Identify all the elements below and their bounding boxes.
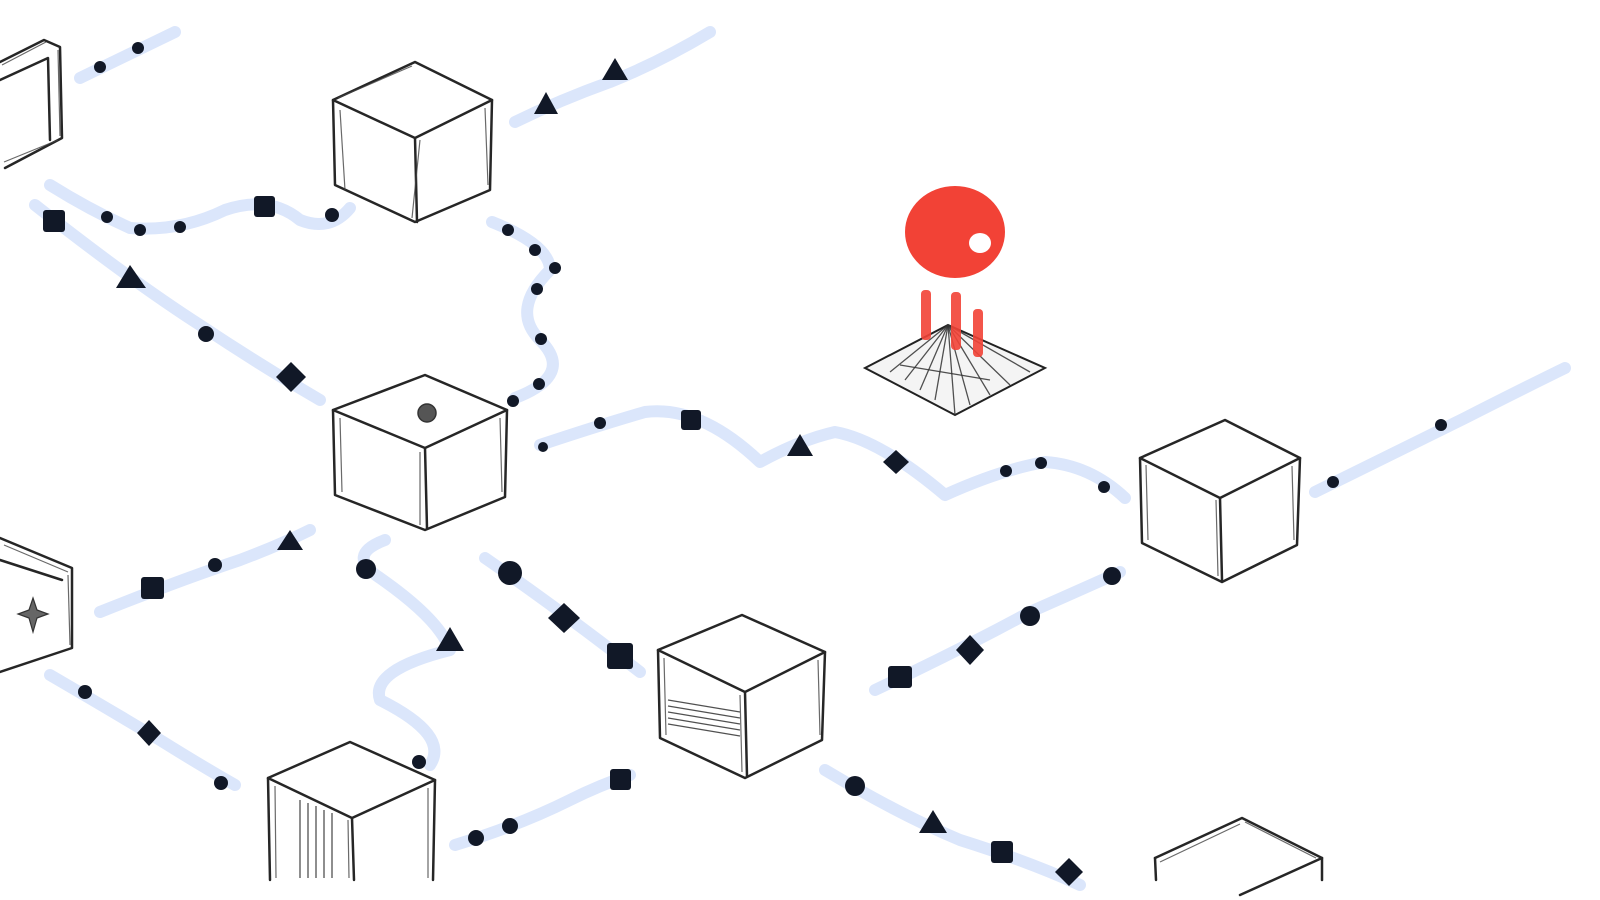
token-triangle [534,92,558,114]
token-circle [531,283,543,295]
path-top-left-short [74,26,181,84]
token-triangle [116,265,146,288]
cube-center-with-dot [331,373,509,532]
path-center-down-wiggle [357,534,456,771]
token-circle [1435,419,1447,431]
cube-hatch [299,800,333,878]
path-tokens [43,42,1447,886]
token-square [610,769,631,790]
token-circle [529,244,541,256]
token-circle [132,42,144,54]
cube-hatch [667,699,741,737]
path-middle-cube-to-bottom-right [819,764,1086,891]
cube-bottom-right-edge [1153,816,1324,897]
cube-bottom-left [266,740,437,882]
marker-beams [921,290,983,357]
token-square [681,410,701,430]
location-pin-icon [905,186,1005,278]
token-square [888,666,912,688]
token-circle [1098,481,1110,493]
token-circle [325,208,339,222]
cube-middle-lower [656,613,827,780]
token-square [254,196,275,217]
token-circle [498,561,522,585]
cube-top-left-edge [0,38,64,170]
path-cube-down-wiggle [486,216,559,404]
token-triangle [277,530,303,550]
token-circle [507,395,519,407]
cube-left-with-star [0,536,74,674]
token-circle [198,326,214,342]
location-marker [862,186,1048,417]
token-circle [1327,476,1339,488]
path-left-diagonal [29,199,326,406]
token-triangle [436,627,464,651]
token-circle [502,224,514,236]
token-circle [1103,567,1121,585]
connection-paths [29,26,1571,891]
token-circle [134,224,146,236]
token-circle [845,776,865,796]
dot-icon [417,403,437,423]
path-left-wavy-to-cube [44,179,356,235]
token-circle [1035,457,1047,469]
path-bottom-left-to-right [449,769,636,851]
token-circle [535,333,547,345]
path-center-to-right-cube [534,405,1131,504]
token-circle [214,776,228,790]
token-square [43,210,65,232]
token-circle [502,818,518,834]
token-triangle [787,434,813,456]
token-diamond [1055,858,1083,886]
token-triangle [602,58,628,80]
token-circle [101,211,113,223]
token-square [141,577,164,599]
path-middle-cube-to-right-cube [869,566,1126,696]
path-left-lower-to-center [94,524,316,618]
cube-right [1138,418,1302,584]
token-circle [1020,606,1040,626]
token-circle [594,417,606,429]
token-circle [412,755,426,769]
token-circle [356,559,376,579]
token-triangle [919,810,947,833]
token-circle [174,221,186,233]
token-circle [1000,465,1012,477]
token-square [991,841,1013,863]
token-diamond [276,362,306,392]
path-right-cube-to-edge [1309,362,1571,498]
cube-top-center [331,60,494,224]
token-diamond [548,603,580,633]
star-icon [16,596,50,635]
token-circle [94,61,106,73]
token-diamond [883,450,909,474]
token-diamond [137,720,161,746]
token-diamond [956,635,984,665]
token-circle [78,685,92,699]
token-circle [549,262,561,274]
token-circle [533,378,545,390]
token-circle [538,442,548,452]
token-circle [208,558,222,572]
token-circle [468,830,484,846]
token-square [607,643,633,669]
